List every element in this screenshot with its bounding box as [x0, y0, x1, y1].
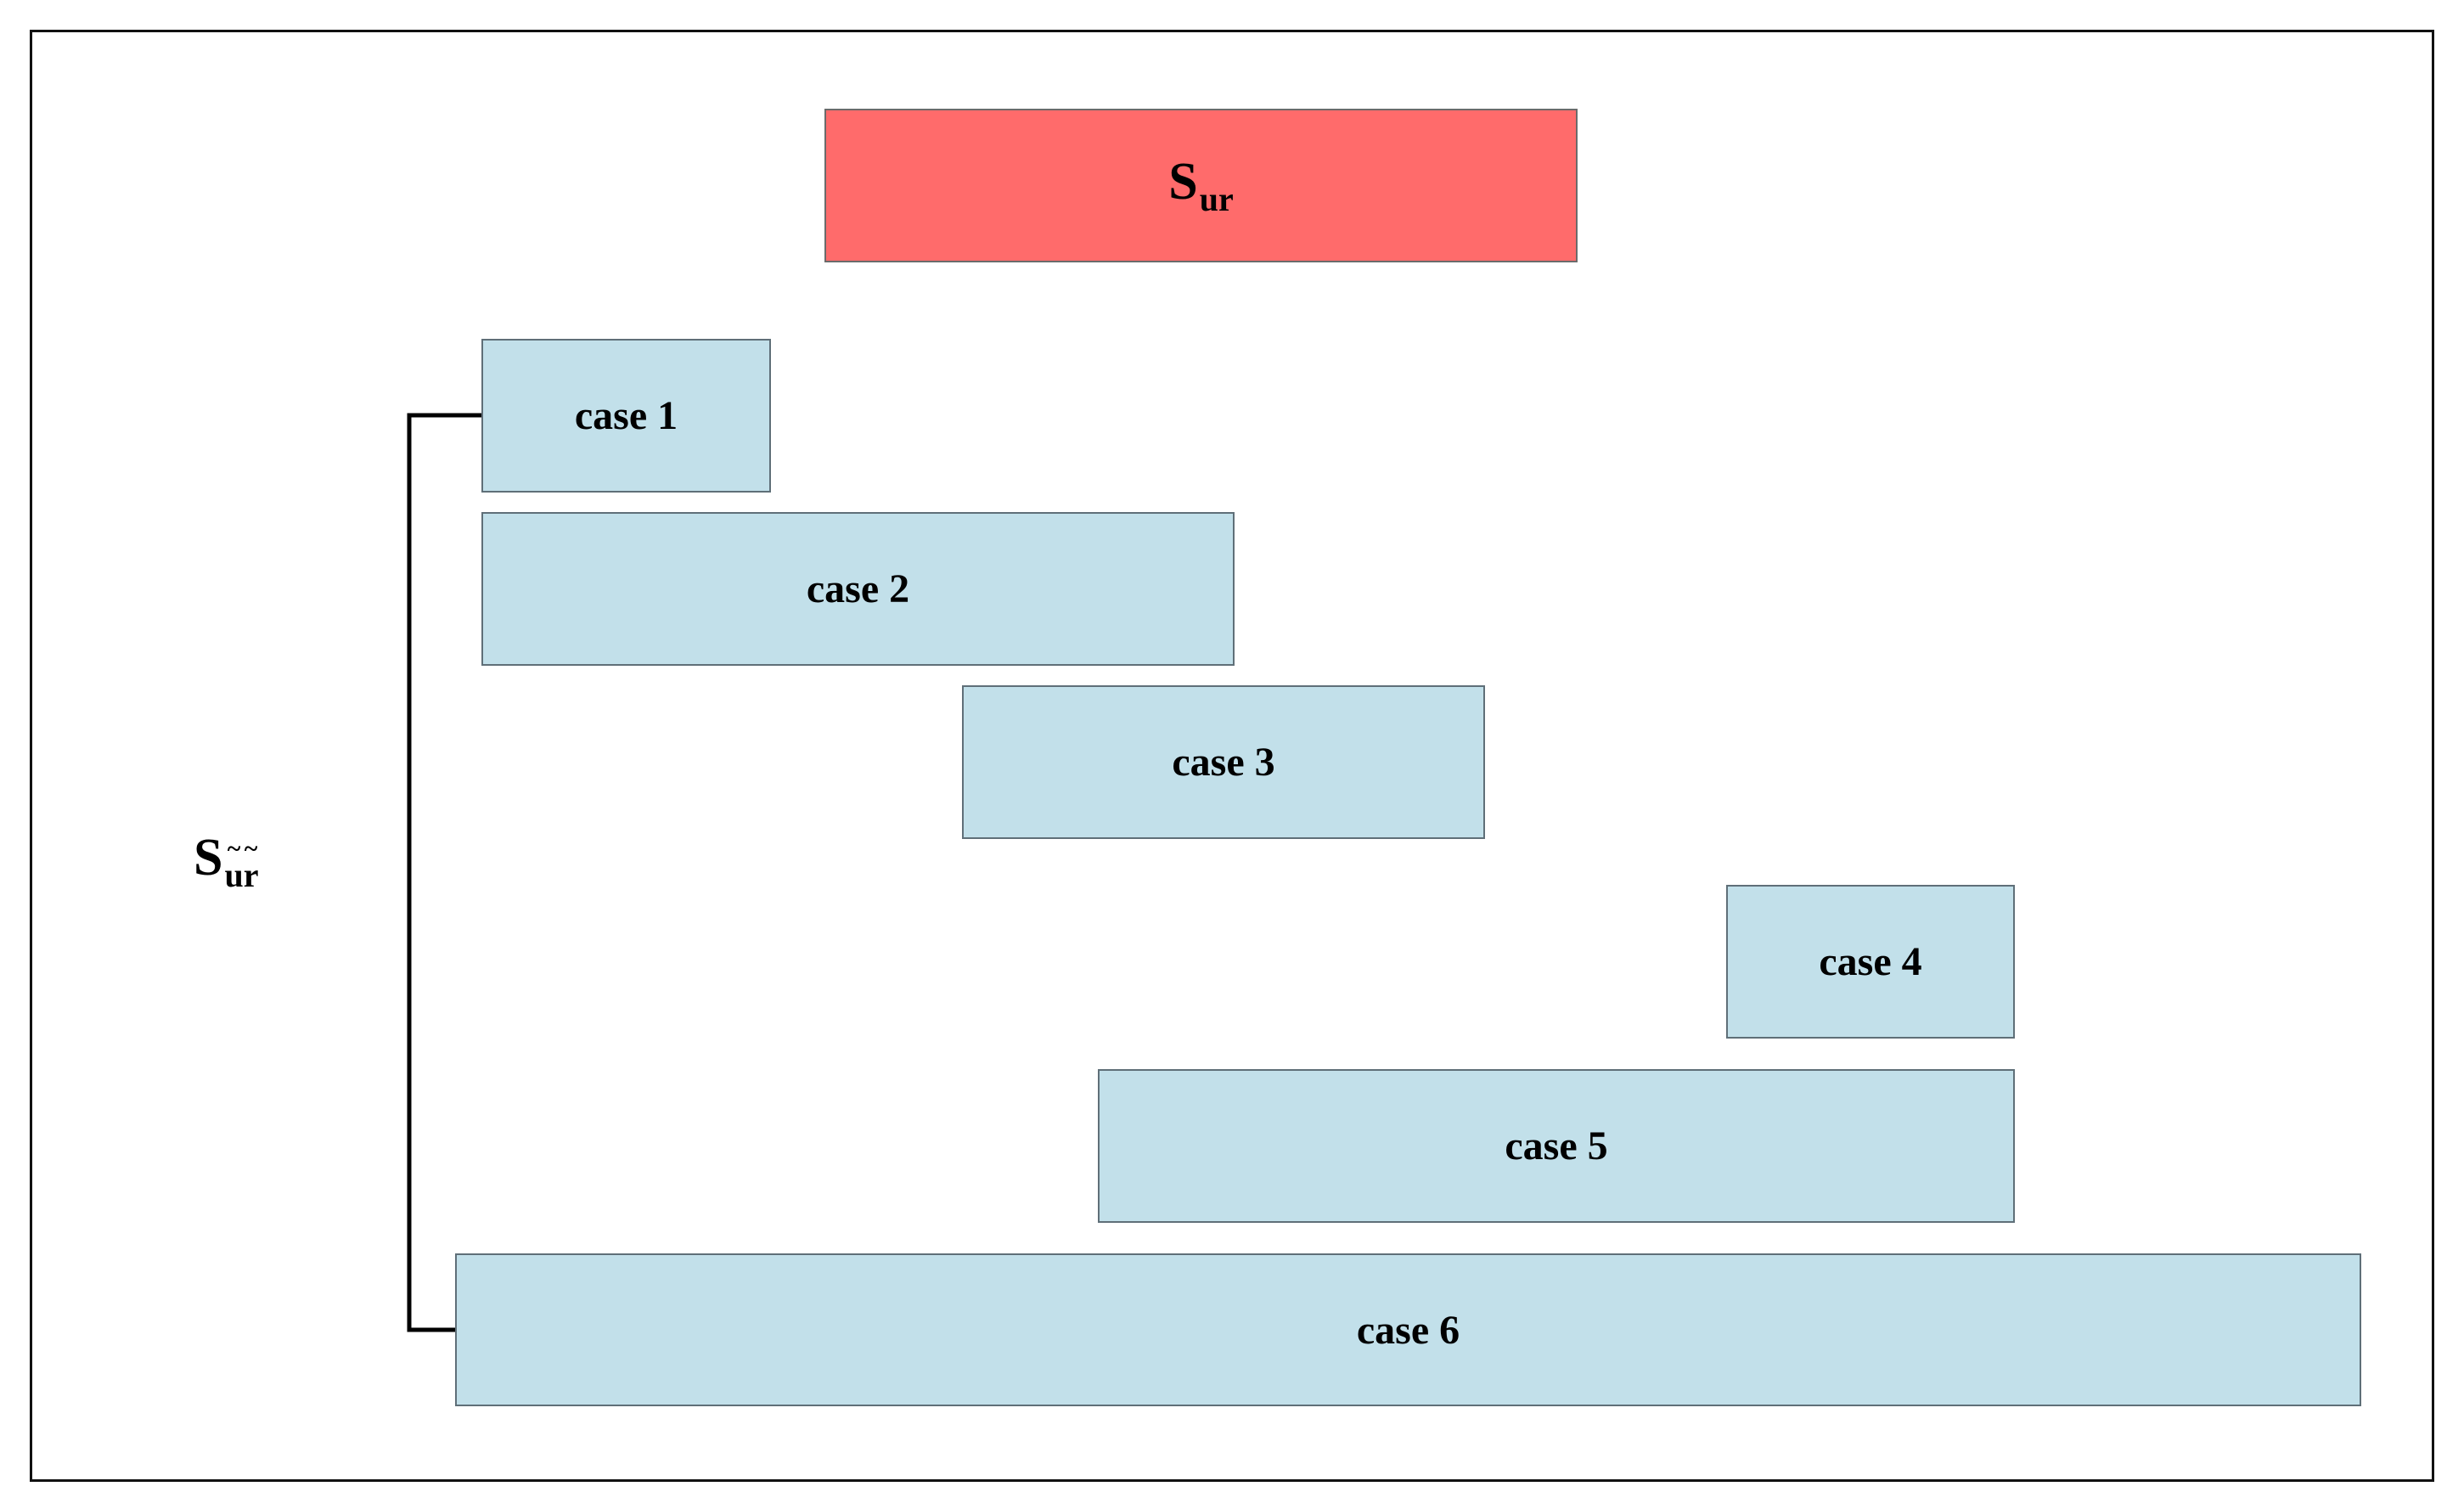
compared-set-base: S: [194, 829, 223, 887]
reference-set-label: Sur: [1168, 152, 1233, 219]
case-label: case 5: [1505, 1123, 1608, 1168]
reference-set-box: Sur: [824, 109, 1578, 262]
case-label: case 6: [1356, 1307, 1460, 1353]
case-label: case 4: [1819, 939, 1922, 984]
compared-set-label: Sur: [194, 828, 259, 895]
diagram-frame: [30, 30, 2434, 1482]
case-label: case 2: [806, 566, 910, 611]
case-box-5: case 5: [1098, 1069, 2015, 1223]
reference-set-base: S: [1168, 153, 1198, 211]
case-label: case 1: [574, 393, 678, 438]
compared-set-subscript: ur: [224, 855, 258, 895]
case-box-4: case 4: [1726, 885, 2015, 1039]
case-box-2: case 2: [481, 512, 1235, 666]
case-box-3: case 3: [962, 685, 1485, 839]
compared-set-subscript-char: u: [224, 855, 243, 895]
case-box-1: case 1: [481, 339, 771, 493]
reference-set-subscript: ur: [1199, 180, 1234, 218]
case-box-6: case 6: [455, 1253, 2361, 1406]
case-label: case 3: [1172, 740, 1275, 785]
compared-set-subscript-char: r: [244, 855, 259, 895]
